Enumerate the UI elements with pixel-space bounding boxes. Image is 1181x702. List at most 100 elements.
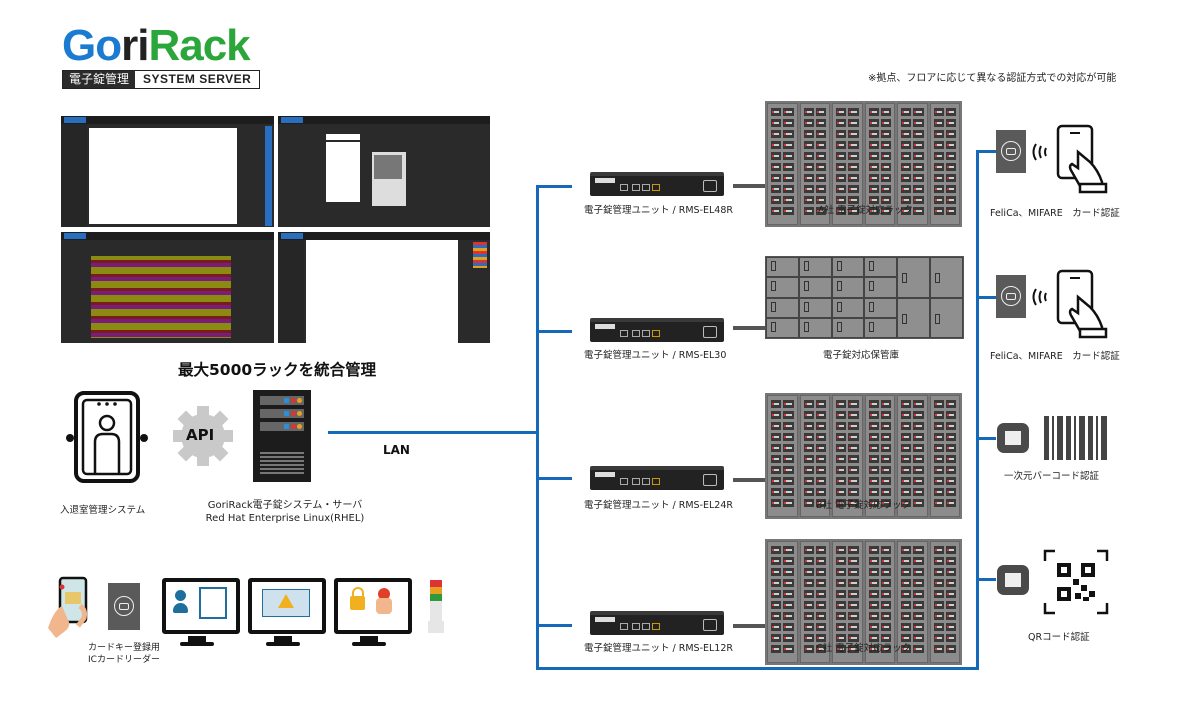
rack-slot (803, 185, 814, 193)
rack-slot (848, 207, 859, 215)
rack-slot (815, 477, 826, 485)
rack-slot (848, 601, 859, 609)
locker-cabinet (765, 256, 964, 339)
rack-slot (945, 634, 956, 642)
rack-slot (945, 579, 956, 587)
rack-slot (803, 108, 814, 116)
rack-slot (913, 185, 924, 193)
rack-slot (868, 444, 879, 452)
rack-slot (836, 455, 847, 463)
rack-slot (868, 455, 879, 463)
rack-slot (771, 207, 782, 215)
rack-slot (836, 163, 847, 171)
rack-slot (803, 119, 814, 127)
rack-slot (803, 400, 814, 408)
rack-slot (815, 433, 826, 441)
rack-slot (783, 477, 794, 485)
rack-slot (771, 579, 782, 587)
rack-slot (933, 422, 944, 430)
rack-a (765, 101, 962, 227)
rack-slot (880, 579, 891, 587)
rack-slot (836, 499, 847, 507)
auth-branch-4 (976, 578, 996, 581)
rack-slot (868, 645, 879, 653)
rack-slot (848, 411, 859, 419)
rack-cabinet (799, 103, 830, 225)
signal-tower-light-icon (428, 580, 444, 634)
rack-slot (933, 152, 944, 160)
rack-slot (783, 557, 794, 565)
rack-slot (868, 119, 879, 127)
rack-slot (803, 634, 814, 642)
rack-slot (901, 130, 912, 138)
rack-slot (901, 612, 912, 620)
rack-slot (880, 163, 891, 171)
locker-door (798, 277, 832, 298)
rack-slot (901, 645, 912, 653)
lock-unit-icon (590, 318, 724, 342)
rack-slot (880, 645, 891, 653)
unit-connector (733, 326, 765, 330)
rack-slot (945, 130, 956, 138)
rack-slot (771, 119, 782, 127)
rack-slot (933, 557, 944, 565)
monitor-floor-alert-icon (248, 578, 326, 646)
locker-door (897, 297, 931, 338)
rack-slot (880, 546, 891, 554)
rack-cabinet (864, 103, 895, 225)
rack-slot (783, 623, 794, 631)
rack-slot (815, 411, 826, 419)
rack-slot (848, 634, 859, 642)
screenshot-settings (278, 116, 490, 227)
rack-slot (815, 499, 826, 507)
rack-slot (836, 579, 847, 587)
rack-slot (901, 207, 912, 215)
rack-slot (803, 546, 814, 554)
rack-slot (803, 174, 814, 182)
rack-slot (836, 623, 847, 631)
rack-slot (815, 612, 826, 620)
rack-slot (868, 568, 879, 576)
monitor-face-recognition-icon (162, 578, 240, 646)
rack-slot (901, 163, 912, 171)
rack-slot (913, 196, 924, 204)
rack-slot (848, 130, 859, 138)
rack-slot (880, 444, 891, 452)
rack-slot (771, 623, 782, 631)
rack-slot (836, 488, 847, 496)
rack-slot (901, 119, 912, 127)
lock-unit-icon (590, 611, 724, 635)
rack-slot (901, 634, 912, 642)
rack-slot (933, 590, 944, 598)
rack-slot (868, 130, 879, 138)
rack-slot (913, 612, 924, 620)
smartphone-hand-icon (48, 576, 88, 638)
locker-door (864, 297, 898, 318)
unit-label: 電子錠管理ユニット / RMS-EL24R (584, 500, 733, 511)
rack-slot (913, 130, 924, 138)
rack-slot (933, 579, 944, 587)
auth-branch-2 (976, 296, 996, 299)
rack-slot (945, 488, 956, 496)
rack-slot (783, 207, 794, 215)
rack-slot (803, 433, 814, 441)
rack-slot (836, 590, 847, 598)
rack-slot (945, 141, 956, 149)
rack-slot (933, 455, 944, 463)
rack-slot (815, 422, 826, 430)
rack-slot (803, 130, 814, 138)
rack-slot (880, 130, 891, 138)
rack-slot (880, 557, 891, 565)
monitor-lock-control-icon (334, 578, 412, 646)
rack-slot (880, 601, 891, 609)
rack-slot (868, 466, 879, 474)
screenshot-log-list (61, 232, 274, 343)
lan-bottom-line (536, 667, 979, 670)
rack-cabinet (832, 103, 863, 225)
rack-slot (933, 163, 944, 171)
rack-slot (815, 488, 826, 496)
lan-branch-2 (536, 330, 572, 333)
rack-slot (803, 601, 814, 609)
auth-note: ※拠点、フロアに応じて異なる認証方式での対応が可能 (868, 73, 1117, 84)
rack-slot (848, 477, 859, 485)
